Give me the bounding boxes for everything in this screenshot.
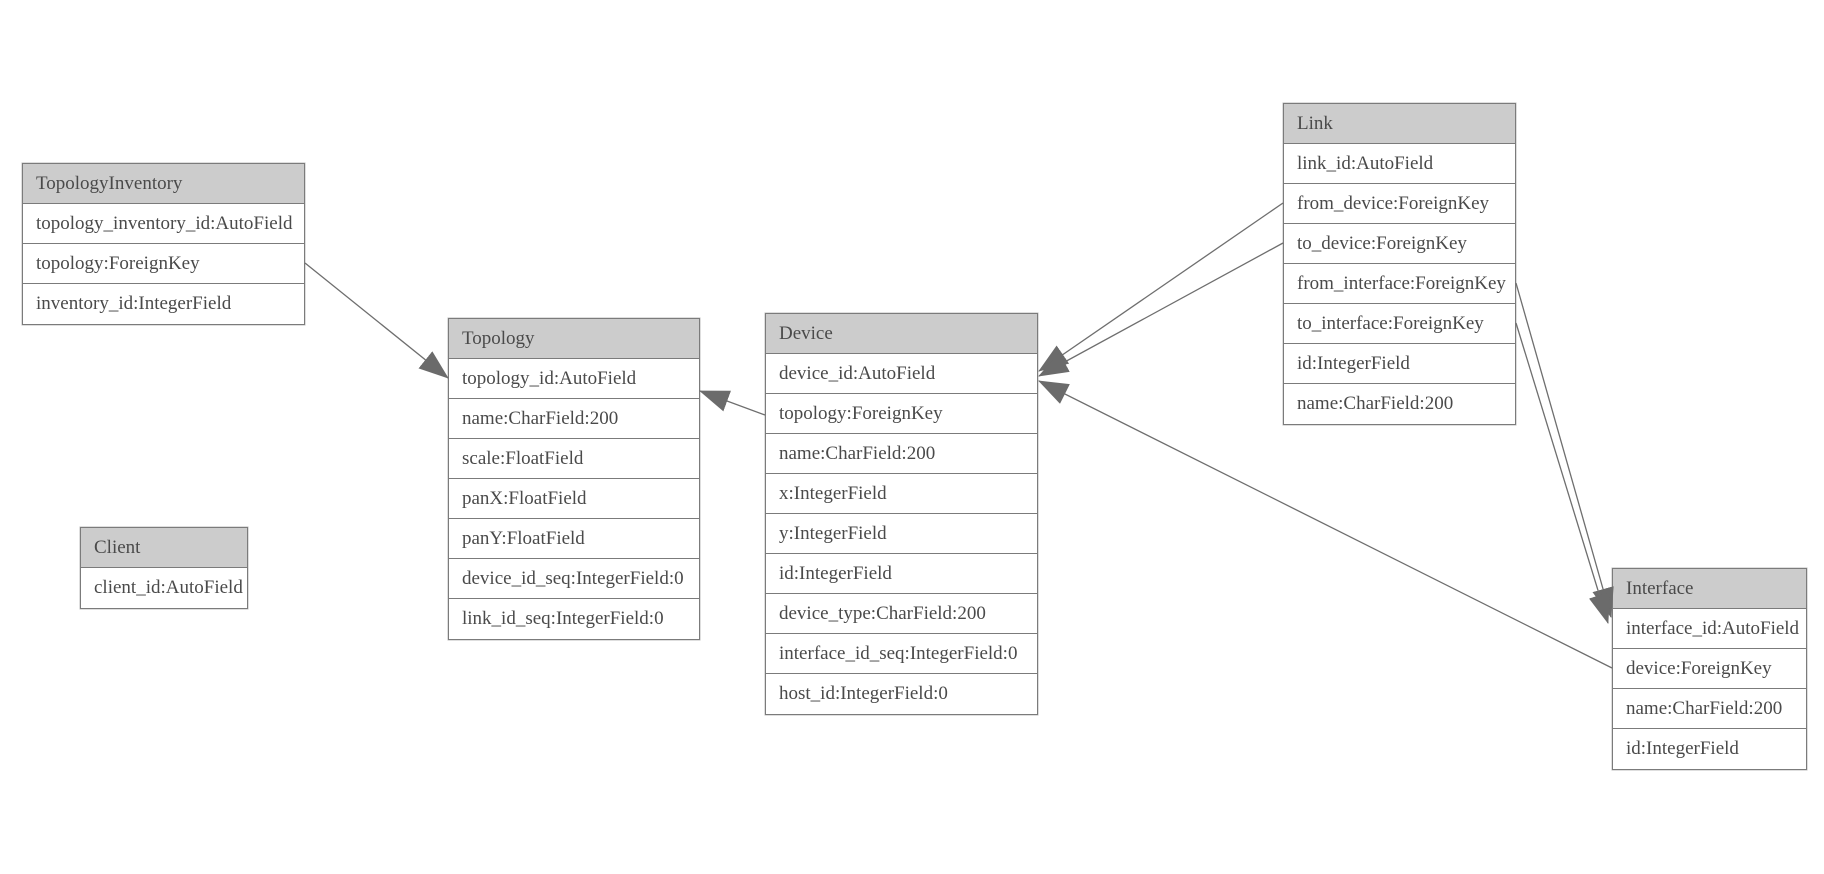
- entity-device-field-5: id:IntegerField: [766, 554, 1037, 594]
- entity-topology-field-0: topology_id:AutoField: [449, 359, 699, 399]
- entity-topology-field-5: device_id_seq:IntegerField:0: [449, 559, 699, 599]
- entity-link-field-6: name:CharField:200: [1284, 384, 1515, 424]
- relation-link-to-device-to-device: [1038, 242, 1284, 377]
- relation-link-from-interface-to-interface: [1515, 282, 1614, 618]
- entity-topology-field-3: panX:FloatField: [449, 479, 699, 519]
- entity-topology-inventory-title: TopologyInventory: [23, 164, 304, 204]
- entity-topology-inventory-field-0: topology_inventory_id:AutoField: [23, 204, 304, 244]
- relation-topologyinventory-topology-to-topology: [304, 262, 449, 379]
- entity-interface-field-3: id:IntegerField: [1613, 729, 1806, 769]
- relation-device-topology-to-topology: [699, 390, 766, 416]
- entity-link-field-5: id:IntegerField: [1284, 344, 1515, 384]
- entity-link-field-0: link_id:AutoField: [1284, 144, 1515, 184]
- entity-client-title: Client: [81, 528, 247, 568]
- entity-link-field-2: to_device:ForeignKey: [1284, 224, 1515, 264]
- relation-link-to-interface-to-interface: [1515, 322, 1611, 624]
- entity-topology-title: Topology: [449, 319, 699, 359]
- entity-device-field-2: name:CharField:200: [766, 434, 1037, 474]
- entity-device-field-6: device_type:CharField:200: [766, 594, 1037, 634]
- entity-interface-field-0: interface_id:AutoField: [1613, 609, 1806, 649]
- entity-device-field-1: topology:ForeignKey: [766, 394, 1037, 434]
- entity-interface-title: Interface: [1613, 569, 1806, 609]
- entity-interface-field-2: name:CharField:200: [1613, 689, 1806, 729]
- entity-device-field-8: host_id:IntegerField:0: [766, 674, 1037, 714]
- entity-link-title: Link: [1284, 104, 1515, 144]
- entity-device-field-4: y:IntegerField: [766, 514, 1037, 554]
- entity-device-title: Device: [766, 314, 1037, 354]
- entity-topology-inventory-field-1: topology:ForeignKey: [23, 244, 304, 284]
- entity-topology-inventory-field-2: inventory_id:IntegerField: [23, 284, 304, 324]
- entity-topology-field-2: scale:FloatField: [449, 439, 699, 479]
- entity-device-field-7: interface_id_seq:IntegerField:0: [766, 634, 1037, 674]
- entity-link-field-3: from_interface:ForeignKey: [1284, 264, 1515, 304]
- entity-client-field-0: client_id:AutoField: [81, 568, 247, 608]
- entity-interface-field-1: device:ForeignKey: [1613, 649, 1806, 689]
- entity-device-field-3: x:IntegerField: [766, 474, 1037, 514]
- entity-topology-field-6: link_id_seq:IntegerField:0: [449, 599, 699, 639]
- entity-device-field-0: device_id:AutoField: [766, 354, 1037, 394]
- entity-topology-field-1: name:CharField:200: [449, 399, 699, 439]
- relation-link-from-device-to-device: [1038, 202, 1284, 372]
- entity-link-field-1: from_device:ForeignKey: [1284, 184, 1515, 224]
- entity-link-field-4: to_interface:ForeignKey: [1284, 304, 1515, 344]
- entity-topology-field-4: panY:FloatField: [449, 519, 699, 559]
